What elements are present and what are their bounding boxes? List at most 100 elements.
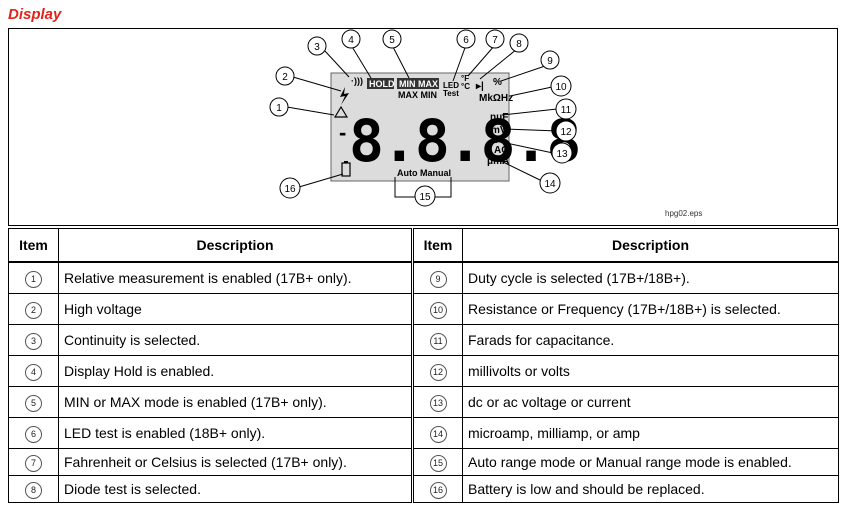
led-label: LED [443, 81, 459, 90]
callout-10-label: 10 [555, 82, 567, 93]
table-row: 8 Diode test is selected. 16 Battery is … [8, 475, 839, 503]
callout-15-label: 15 [419, 192, 431, 203]
callout-4 [341, 29, 361, 49]
callout-14 [539, 172, 561, 194]
item-number: 15 [429, 454, 447, 472]
callout-3-label: 3 [314, 42, 320, 53]
maxmin-label: MAX MIN [398, 90, 437, 100]
lcd-digits: 8.8.8.8 [349, 107, 579, 175]
callout-1 [269, 97, 289, 117]
item-number: 6 [25, 425, 42, 443]
item-number: 1 [25, 270, 42, 288]
table-row: 6 LED test is enabled (18B+ only). 14 mi… [8, 417, 839, 449]
auto-label: Auto [397, 168, 418, 178]
header-item-2: Item [411, 228, 463, 263]
callout-9-label: 9 [547, 56, 553, 67]
figure-file-label: hpg02.eps [665, 209, 703, 218]
callout-6 [456, 29, 476, 49]
table-row: 7 Fahrenheit or Celsius is selected (17B… [8, 448, 839, 476]
callout-5 [382, 29, 402, 49]
table-row: 5 MIN or MAX mode is enabled (17B+ only)… [8, 386, 839, 418]
lcd-panel [330, 72, 510, 182]
high-voltage-icon [340, 87, 349, 105]
item-number: 9 [429, 270, 447, 288]
section-title: Display [8, 6, 62, 23]
hold-box [367, 78, 394, 89]
item-description: Diode test is selected. [58, 475, 413, 503]
item-number: 4 [25, 363, 42, 381]
item-number: 8 [25, 481, 42, 499]
item-description: Auto range mode or Manual range mode is … [462, 448, 839, 476]
callout-8-label: 8 [516, 39, 522, 50]
item-number: 10 [429, 301, 447, 319]
item-description: microamp, milliamp, or amp [462, 417, 839, 449]
item-number: 11 [429, 332, 447, 350]
item-description: millivolts or volts [462, 355, 839, 387]
header-description: Description [58, 228, 413, 263]
item-description: Relative measurement is enabled (17B+ on… [58, 261, 413, 294]
callout-7 [485, 29, 505, 49]
item-number: 7 [25, 454, 42, 472]
callout-3 [307, 36, 327, 56]
percent-label: % [493, 77, 502, 88]
callout-markers: 1 2 3 4 5 6 7 8 9 10 11 12 13 1 [269, 29, 577, 207]
callout-16 [279, 177, 301, 199]
callout-13 [551, 142, 573, 164]
callout-6-label: 6 [463, 35, 469, 46]
callout-5-label: 5 [389, 35, 395, 46]
item-description: Continuity is selected. [58, 324, 413, 356]
callout-14-label: 14 [544, 179, 556, 190]
lcd-minus: - [339, 120, 346, 145]
callout-16-label: 16 [284, 184, 296, 195]
item-number: 2 [25, 301, 42, 319]
callout-1-label: 1 [276, 103, 282, 114]
minmax-box [397, 78, 439, 89]
item-description: Duty cycle is selected (17B+/18B+). [462, 261, 839, 294]
callout-4-label: 4 [348, 35, 354, 46]
minmax-label: MIN MAX [399, 79, 438, 89]
item-number: 14 [429, 425, 447, 443]
table-row: 1 Relative measurement is enabled (17B+ … [8, 261, 839, 294]
callout-15 [414, 185, 436, 207]
callout-8 [509, 33, 529, 53]
manual-label: Manual [420, 168, 451, 178]
item-description: Battery is low and should be replaced. [462, 475, 839, 503]
description-table: Item Description Item Description 1 Rela… [8, 228, 839, 503]
item-number: 13 [429, 394, 447, 412]
relative-icon [333, 105, 349, 118]
nuf-label: nμF [490, 112, 508, 123]
callout-12 [555, 120, 577, 142]
lcd-diagram: - 8.8.8.8 ·))) HOLD MIN MAX MAX MIN LED … [269, 29, 581, 207]
callout-2 [275, 66, 295, 86]
callout-13-label: 13 [556, 149, 568, 160]
callout-7-label: 7 [492, 35, 498, 46]
item-description: Resistance or Frequency (17B+/18B+) is s… [462, 293, 839, 325]
display-figure: - 8.8.8.8 ·))) HOLD MIN MAX MAX MIN LED … [8, 28, 838, 226]
uma-label: μmA [487, 156, 509, 167]
degf-label: °F [461, 74, 469, 83]
item-description: MIN or MAX mode is enabled (17B+ only). [58, 386, 413, 418]
callout-11-label: 11 [561, 105, 572, 116]
dc-label: DC [492, 135, 506, 146]
table-row: 3 Continuity is selected. 11 Farads for … [8, 324, 839, 356]
callout-11 [555, 98, 577, 120]
item-description: dc or ac voltage or current [462, 386, 839, 418]
continuity-icon: ·))) [351, 76, 363, 86]
item-description: High voltage [58, 293, 413, 325]
item-description: Fahrenheit or Celsius is selected (17B+ … [58, 448, 413, 476]
callout-12-label: 12 [560, 127, 572, 138]
item-number: 12 [429, 363, 447, 381]
item-description: Farads for capacitance. [462, 324, 839, 356]
degc-label: °C [461, 82, 470, 91]
item-number: 16 [429, 481, 447, 499]
item-number: 5 [25, 394, 42, 412]
item-description: LED test is enabled (18B+ only). [58, 417, 413, 449]
header-description-2: Description [462, 228, 839, 263]
callout-10 [550, 75, 572, 97]
test-label: Test [443, 89, 459, 98]
callout-2-label: 2 [282, 72, 288, 83]
table-header-row: Item Description Item Description [8, 228, 839, 263]
header-item: Item [8, 228, 59, 263]
hold-label: HOLD [369, 79, 395, 89]
table-row: 4 Display Hold is enabled. 12 millivolts… [8, 355, 839, 387]
